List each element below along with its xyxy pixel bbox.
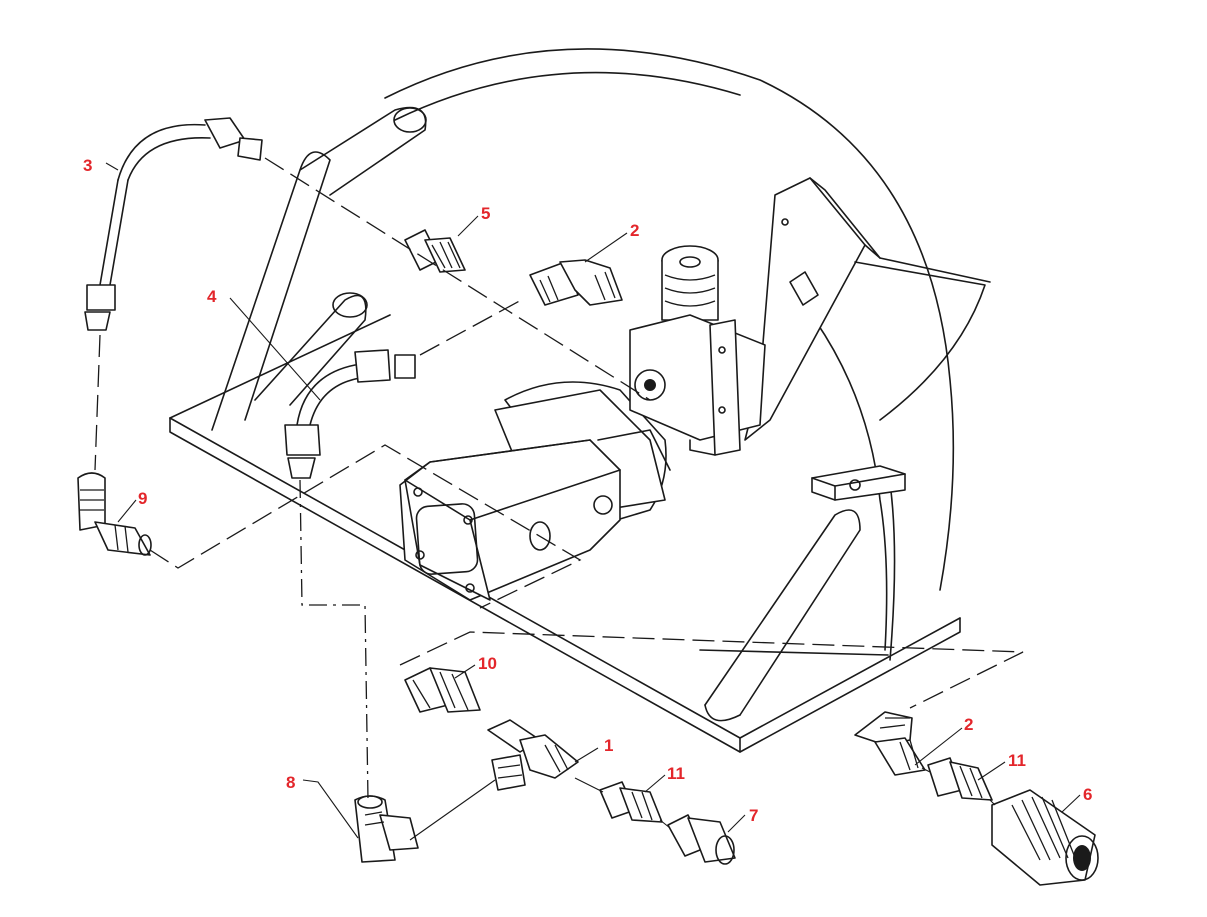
callout-2-bottom: 2 [964, 715, 973, 734]
valve-assembly [629, 245, 766, 456]
coupler-6 [991, 789, 1099, 886]
mounting-block [811, 465, 906, 501]
callout-6: 6 [1083, 785, 1092, 804]
fitting-2-bottom [854, 711, 926, 776]
leader-lines [105, 162, 1081, 839]
hose-3 [84, 117, 263, 331]
callout-7: 7 [749, 806, 758, 825]
right-bracket [744, 177, 991, 441]
fitting-2-top [529, 259, 623, 306]
hose-4 [284, 349, 416, 479]
base-plate [169, 314, 961, 753]
fitting-11-left [599, 781, 663, 823]
fitting-11-right [927, 757, 993, 801]
callout-3: 3 [83, 156, 92, 175]
tee-1 [487, 719, 579, 791]
pump-motor [399, 381, 671, 601]
callout-1: 1 [604, 736, 613, 755]
elbow-8 [354, 795, 419, 863]
fitting-10 [404, 667, 481, 713]
callout-4: 4 [207, 287, 217, 306]
connection-lines [94, 157, 1024, 841]
frame-arm-left-upper [211, 106, 427, 431]
elbow-9 [77, 472, 152, 556]
plug-7 [667, 814, 736, 865]
fitting-5 [404, 229, 466, 273]
callout-10: 10 [478, 654, 497, 673]
callout-8: 8 [286, 773, 295, 792]
callout-9: 9 [138, 489, 147, 508]
callout-11-left: 11 [667, 764, 685, 783]
frame-arm-right-lower [704, 509, 861, 722]
callout-11-right: 11 [1008, 751, 1026, 770]
frame-arm-left-lower [254, 292, 368, 406]
callout-labels: 3 5 2 4 9 10 1 11 7 8 2 11 6 [83, 156, 1092, 825]
callout-2-top: 2 [630, 221, 639, 240]
callout-5: 5 [481, 204, 490, 223]
